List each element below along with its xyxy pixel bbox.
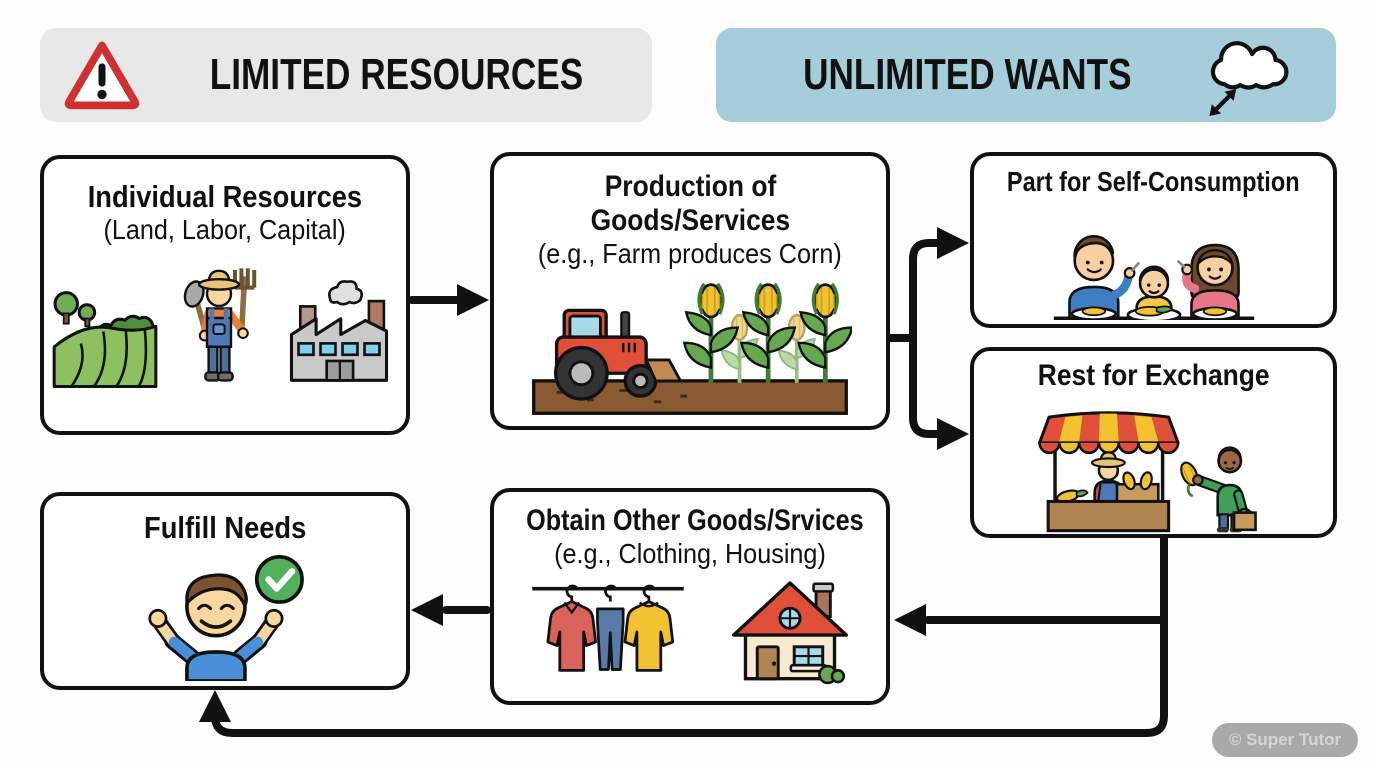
cloud-expand-icon [1209,41,1289,116]
arrowhead-up [199,690,231,722]
warning-triangle-icon [64,41,139,110]
fulfill-needs-title: Fulfill Needs [143,510,307,545]
check-circle-icon [254,554,304,604]
watermark-badge: © Super Tutor [1212,723,1358,757]
banner-unlimited-label: UNLIMITED WANTS [802,50,1132,99]
farm-field-icon [52,291,158,389]
box-obtain: Obtain Other Goods/Srvices (e.g., Clothi… [490,488,890,705]
box-self-consumption: Part for Self-Consumption [970,152,1337,328]
box-production: Production of Goods/Services (e.g., Farm… [490,152,890,430]
arrowhead-left [894,604,926,636]
self-consumption-title: Part for Self-Consumption [1007,166,1300,197]
banner-limited-label: LIMITED RESOURCES [209,50,583,99]
arrowhead-right [457,284,489,316]
arrowhead-left [411,594,443,626]
watermark-label: © Super Tutor [1228,730,1342,749]
box-fulfill-needs: Fulfill Needs [40,492,410,690]
individual-resources-title: Individual Resources [87,179,363,214]
family-eating-icon [1053,234,1254,320]
individual-resources-subtitle: (Land, Labor, Capital) [103,214,347,246]
banner-unlimited-wants: UNLIMITED WANTS [716,28,1336,122]
obtain-subtitle: (e.g., Clothing, Housing) [554,537,826,569]
clothes-rack-icon [532,584,684,672]
market-stall-icon [1037,411,1257,533]
exchange-title: Rest for Exchange [1037,359,1270,392]
production-title-line2: Goods/Services [590,203,790,237]
arrow-production-branch [909,239,945,438]
production-subtitle: (e.g., Farm produces Corn) [538,237,842,269]
arrowhead-right [937,418,969,450]
box-exchange: Rest for Exchange [970,347,1337,538]
production-title-line1: Production of [604,170,776,203]
box-individual-resources: Individual Resources (Land, Labor, Capit… [40,155,410,435]
house-icon [732,581,848,685]
buyer-icon [1179,446,1257,533]
tractor-icon [532,274,852,415]
happy-child-icon [148,554,304,682]
farmer-icon [183,268,257,382]
obtain-title: Obtain Other Goods/Srvices [526,504,864,537]
factory-icon [289,280,389,383]
corn-field-icon [684,284,852,383]
arrowhead-right [937,227,969,259]
banner-limited-resources: LIMITED RESOURCES [40,28,652,122]
